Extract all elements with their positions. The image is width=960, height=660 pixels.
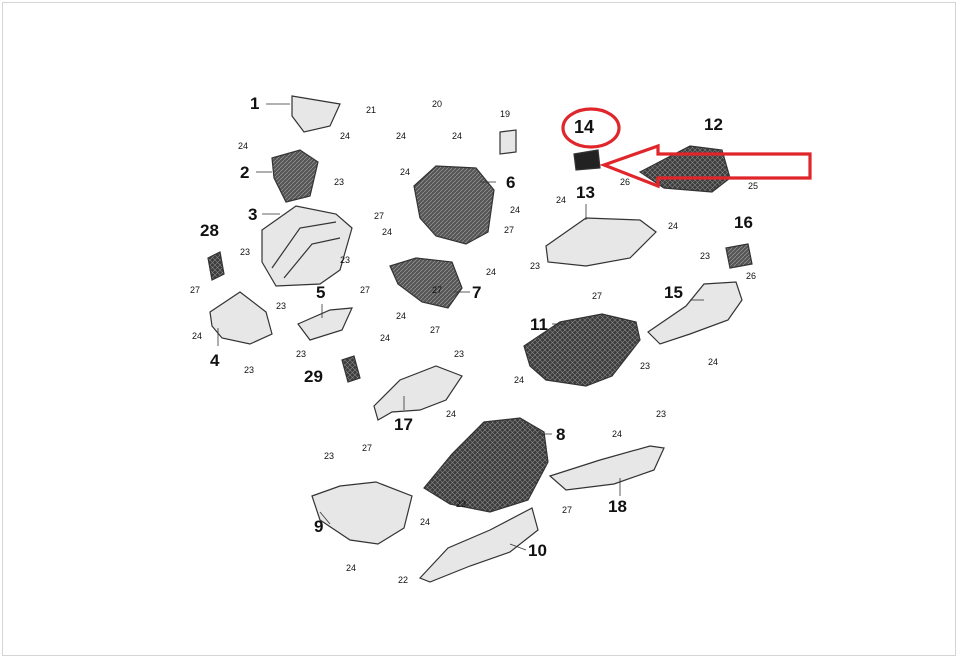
fastener-label-27: 27 — [374, 211, 385, 221]
fastener-label-22: 22 — [398, 575, 409, 585]
part-label-15: 15 — [664, 283, 683, 302]
fastener-label-27: 27 — [592, 291, 603, 301]
highlight-label-14: 14 — [574, 117, 595, 137]
fastener-label-24: 24 — [446, 409, 457, 419]
part-label-11: 11 — [530, 315, 548, 334]
fastener-label-24: 24 — [510, 205, 521, 215]
fastener-label-27: 27 — [430, 325, 441, 335]
part-label-28: 28 — [200, 221, 219, 240]
highlight-arrow — [599, 143, 812, 189]
part-10-lower-right — [418, 507, 539, 583]
part-label-2: 2 — [240, 163, 250, 182]
fastener-label-24: 24 — [400, 167, 411, 177]
part-label-12: 12 — [704, 115, 723, 134]
fastener-label-24: 24 — [382, 227, 393, 237]
part-15-rear-cover — [647, 281, 743, 345]
fastener-label-25: 25 — [748, 181, 759, 191]
part-label-4: 4 — [210, 351, 220, 370]
fastener-label-23: 23 — [276, 301, 287, 311]
fastener-label-20: 20 — [432, 99, 443, 109]
fastener-label-26: 26 — [746, 271, 757, 281]
part-19 — [499, 129, 517, 155]
fastener-label-24: 24 — [238, 141, 249, 151]
part-7-inner-panel — [389, 257, 463, 309]
part-label-7: 7 — [472, 283, 482, 302]
part-29 — [341, 355, 361, 383]
part-label-1: 1 — [250, 94, 260, 113]
part-label-17: 17 — [394, 415, 413, 434]
fastener-label-24: 24 — [396, 311, 407, 321]
fastener-label-19: 19 — [500, 109, 511, 119]
fastener-label-27: 27 — [562, 505, 573, 515]
fastener-label-24: 24 — [486, 267, 497, 277]
part-14 — [573, 149, 601, 171]
part-3-detail — [271, 221, 341, 279]
part-2-inner-cover — [271, 149, 319, 203]
fastener-label-27: 27 — [190, 285, 201, 295]
part-18-side-strip — [548, 445, 665, 491]
part-label-16: 16 — [734, 213, 753, 232]
fastener-label-23: 23 — [340, 255, 351, 265]
part-label-5: 5 — [316, 283, 326, 302]
fastener-label-24: 24 — [452, 131, 463, 141]
fastener-label-23: 23 — [334, 177, 345, 187]
fastener-label-23: 23 — [296, 349, 307, 359]
fastener-label-23: 23 — [240, 247, 251, 257]
fastener-label-24: 24 — [708, 357, 719, 367]
fastener-label-24: 24 — [668, 221, 679, 231]
part-4-lower-front — [209, 291, 273, 345]
part-label-8: 8 — [556, 425, 566, 444]
fastener-label-23: 23 — [640, 361, 651, 371]
fastener-label-24: 24 — [612, 429, 623, 439]
part-label-9: 9 — [314, 517, 324, 536]
fastener-label-26: 26 — [620, 177, 631, 187]
fastener-label-27: 27 — [504, 225, 515, 235]
part-16 — [725, 243, 753, 269]
fastener-label-27: 27 — [360, 285, 371, 295]
part-13-side-cover — [545, 217, 657, 267]
fastener-label-23: 23 — [700, 251, 711, 261]
part-label-3: 3 — [248, 205, 258, 224]
fastener-label-24: 24 — [346, 563, 357, 573]
part-label-29: 29 — [304, 367, 323, 386]
fastener-label-23: 23 — [530, 261, 541, 271]
part-6-inner-panel — [413, 165, 495, 245]
fastener-label-23: 23 — [244, 365, 255, 375]
highlight-circle — [561, 107, 621, 149]
fastener-label-24: 24 — [192, 331, 203, 341]
fastener-label-24: 24 — [380, 333, 391, 343]
leader-9 — [319, 511, 331, 525]
fastener-label-23: 23 — [324, 451, 335, 461]
part-9-lower-left — [311, 481, 413, 545]
fastener-label-27: 27 — [362, 443, 373, 453]
part-3-front-panel — [261, 205, 353, 287]
leader-10 — [509, 543, 527, 551]
fastener-label-24: 24 — [556, 195, 567, 205]
fastener-label-23: 23 — [656, 409, 667, 419]
fastener-label-24: 24 — [420, 517, 431, 527]
fastener-label-24: 24 — [514, 375, 525, 385]
part-8-floor — [423, 417, 549, 513]
fastener-label-24: 24 — [396, 131, 407, 141]
part-1-windshield — [291, 95, 341, 133]
part-label-18: 18 — [608, 497, 627, 516]
part-label-6: 6 — [506, 173, 516, 192]
fastener-label-23: 23 — [454, 349, 465, 359]
part-label-10: 10 — [528, 541, 547, 560]
part-17-side-panel — [373, 365, 463, 421]
fastener-label-23: 23 — [456, 499, 467, 509]
fastener-label-27: 27 — [432, 285, 443, 295]
fastener-label-21: 21 — [366, 105, 377, 115]
part-label-13: 13 — [576, 183, 595, 202]
fastener-label-24: 24 — [340, 131, 351, 141]
part-5 — [297, 307, 353, 341]
part-28 — [207, 251, 225, 281]
part-11-storage — [523, 313, 641, 387]
